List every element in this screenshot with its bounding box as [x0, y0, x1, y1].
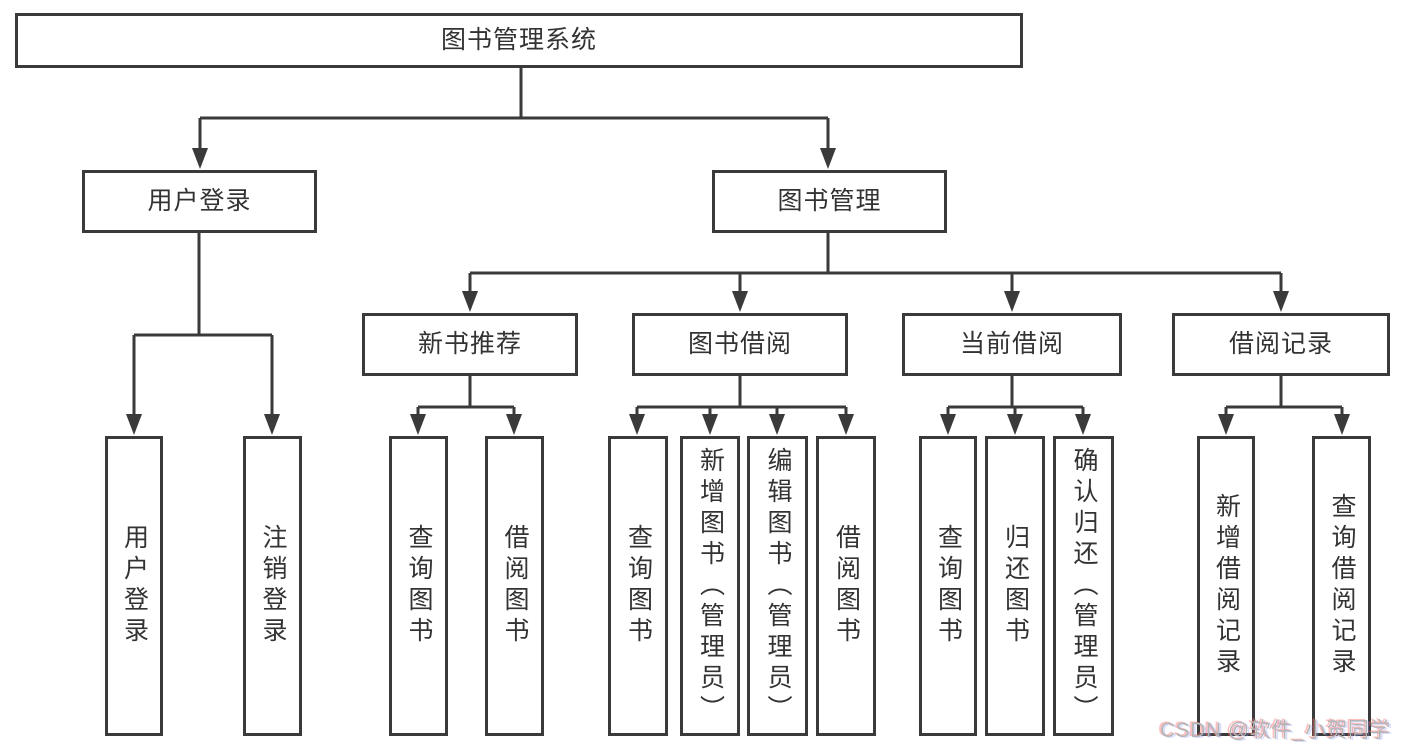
node-user-login: 用户登录	[82, 170, 317, 233]
node-borrowing-records: 借阅记录	[1172, 313, 1390, 376]
csdn-watermark: CSDN @软件_小贺同学	[1160, 719, 1391, 742]
node-borrow-edit-books-admin: 编辑图书（管理员）	[747, 436, 808, 736]
node-borrow-borrow-books: 借阅图书	[816, 436, 876, 736]
node-logout-action: 注销登录	[243, 436, 302, 736]
node-root: 图书管理系统	[15, 13, 1023, 68]
node-new-book-recommend: 新书推荐	[362, 313, 578, 376]
arrowheads	[126, 148, 1350, 435]
node-current-confirm-return-admin: 确认归还（管理员）	[1053, 436, 1114, 736]
node-records-add-record: 新增借阅记录	[1197, 436, 1255, 736]
node-records-query-record: 查询借阅记录	[1312, 436, 1371, 736]
node-book-management: 图书管理	[712, 170, 947, 233]
node-current-query-books: 查询图书	[919, 436, 977, 736]
node-book-borrowing: 图书借阅	[632, 313, 848, 376]
node-current-return-books: 归还图书	[985, 436, 1045, 736]
node-newbook-borrow-books: 借阅图书	[485, 436, 544, 736]
node-current-borrowing: 当前借阅	[902, 313, 1122, 376]
node-user-login-action: 用户登录	[105, 436, 163, 736]
node-newbook-query-books: 查询图书	[389, 436, 448, 736]
node-borrow-query-books: 查询图书	[608, 436, 668, 736]
node-borrow-add-books-admin: 新增图书（管理员）	[680, 436, 740, 736]
